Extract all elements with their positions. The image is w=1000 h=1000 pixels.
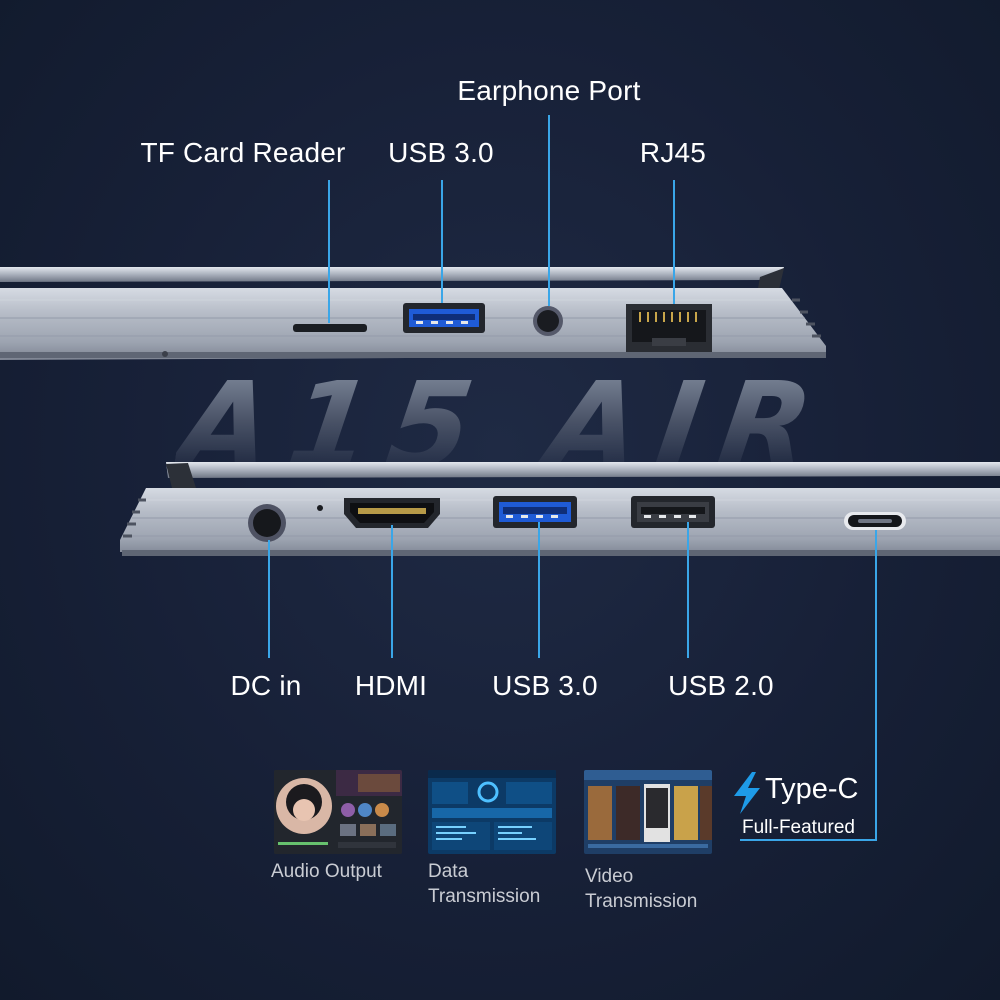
tf-card-slot bbox=[293, 324, 367, 332]
leader-dc-in bbox=[268, 540, 270, 658]
earphone-jack bbox=[533, 306, 563, 336]
leader-usb30-right bbox=[538, 522, 540, 658]
data-transmission-thumbnail bbox=[428, 770, 556, 854]
video-caption-line1: Video bbox=[585, 866, 634, 887]
type-c-port bbox=[844, 512, 906, 530]
leader-tf-card bbox=[328, 180, 330, 323]
label-usb30-left: USB 3.0 bbox=[388, 137, 494, 168]
label-usb30-right: USB 3.0 bbox=[492, 670, 598, 701]
lightning-icon bbox=[734, 772, 760, 814]
data-caption-line1: Data bbox=[428, 861, 469, 882]
label-hdmi: HDMI bbox=[354, 670, 428, 701]
leader-usb20 bbox=[687, 522, 689, 658]
rj45-port bbox=[626, 304, 712, 352]
label-tf-card-reader: TF Card Reader bbox=[140, 137, 346, 168]
type-c-title: Type-C bbox=[765, 773, 859, 805]
label-rj45: RJ45 bbox=[639, 137, 707, 168]
label-earphone-port: Earphone Port bbox=[457, 75, 641, 106]
label-usb20: USB 2.0 bbox=[668, 670, 774, 701]
audio-output-thumbnail bbox=[274, 770, 402, 854]
video-transmission-caption: Video Transmission bbox=[585, 864, 697, 914]
dc-in-jack bbox=[248, 504, 286, 542]
leader-type-c-base bbox=[740, 839, 877, 841]
video-caption-line2: Transmission bbox=[585, 891, 698, 912]
data-caption-line2: Transmission bbox=[428, 886, 541, 907]
leader-hdmi bbox=[391, 525, 393, 658]
power-led bbox=[317, 505, 323, 511]
usb30-port-right bbox=[493, 496, 577, 528]
label-dc-in: DC in bbox=[230, 670, 302, 701]
leader-earphone bbox=[548, 115, 550, 306]
leader-usb30-left bbox=[441, 180, 443, 303]
video-transmission-thumbnail bbox=[584, 770, 712, 854]
laptop-left-side bbox=[0, 267, 826, 360]
type-c-subtitle: Full-Featured bbox=[742, 817, 855, 838]
usb20-port bbox=[631, 496, 715, 528]
data-transmission-caption: Data Transmission bbox=[428, 859, 540, 909]
audio-output-caption: Audio Output bbox=[271, 861, 382, 882]
usb30-port-left bbox=[403, 303, 485, 333]
leader-type-c bbox=[875, 530, 877, 841]
laptop-right-side bbox=[120, 462, 1000, 556]
leader-rj45 bbox=[673, 180, 675, 304]
hdmi-port bbox=[344, 498, 440, 528]
